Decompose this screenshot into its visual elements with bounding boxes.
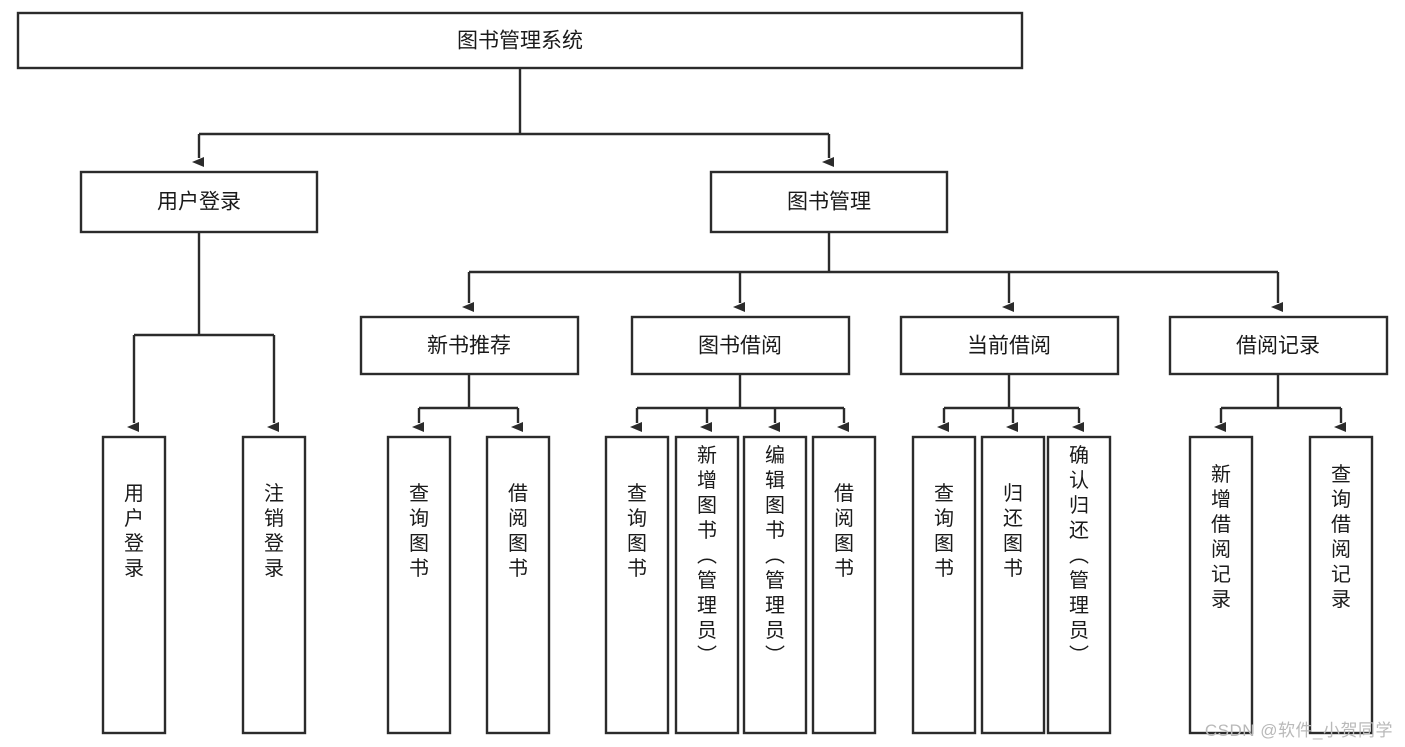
node-leaf-query-book-cur-label: 查询图书 xyxy=(934,482,954,580)
node-leaf-add-borrow-record-label: 新增借阅记录 xyxy=(1211,463,1231,611)
node-leaf-user-login-box xyxy=(101,435,167,735)
node-leaf-query-book-rec[interactable]: 查询图书 xyxy=(386,435,452,735)
node-new-book-recommend-box xyxy=(359,315,580,376)
node-root-box xyxy=(16,11,1024,70)
node-leaf-add-book-admin-box xyxy=(674,435,740,735)
node-leaf-query-book-cur-box xyxy=(911,435,977,735)
node-leaf-logout[interactable]: 注销登录 xyxy=(241,435,307,735)
node-user-login-label: 用户登录 xyxy=(157,191,241,214)
node-book-borrow[interactable]: 图书借阅 xyxy=(630,315,851,376)
node-root-label: 图书管理系统 xyxy=(457,30,583,53)
node-leaf-query-book-borrow-label: 查询图书 xyxy=(627,482,647,580)
node-leaf-borrow-book-box xyxy=(811,435,877,735)
node-current-borrow-label: 当前借阅 xyxy=(967,335,1051,358)
node-book-borrow-label: 图书借阅 xyxy=(698,335,782,358)
node-leaf-return-book-box xyxy=(980,435,1046,735)
node-leaf-borrow-book[interactable]: 借阅图书 xyxy=(811,435,877,735)
node-leaf-confirm-return-admin-box xyxy=(1046,435,1112,735)
node-book-manage-box xyxy=(709,170,949,234)
node-leaf-confirm-return-admin-label: 确认归还︵管理员︶ xyxy=(1069,444,1089,667)
node-leaf-borrow-book-rec[interactable]: 借阅图书 xyxy=(485,435,551,735)
node-new-book-recommend-label: 新书推荐 xyxy=(427,335,511,358)
node-leaf-return-book-label: 归还图书 xyxy=(1003,482,1023,580)
node-user-login-box xyxy=(79,170,319,234)
node-borrow-record-box xyxy=(1168,315,1389,376)
node-leaf-return-book[interactable]: 归还图书 xyxy=(980,435,1046,735)
node-leaf-user-login[interactable]: 用户登录 xyxy=(101,435,167,735)
node-leaf-logout-box xyxy=(241,435,307,735)
node-leaf-query-book-rec-box xyxy=(386,435,452,735)
node-book-manage[interactable]: 图书管理 xyxy=(709,170,949,234)
node-new-book-recommend[interactable]: 新书推荐 xyxy=(359,315,580,376)
node-leaf-query-book-borrow-box xyxy=(604,435,670,735)
node-book-borrow-box xyxy=(630,315,851,376)
node-current-borrow[interactable]: 当前借阅 xyxy=(899,315,1120,376)
node-leaf-confirm-return-admin[interactable]: 确认归还︵管理员︶ xyxy=(1046,435,1112,735)
node-leaf-query-book-borrow[interactable]: 查询图书 xyxy=(604,435,670,735)
node-leaf-add-borrow-record-box xyxy=(1188,435,1254,735)
node-book-manage-label: 图书管理 xyxy=(787,191,871,214)
connector-lines-group xyxy=(127,68,1346,432)
node-leaf-add-book-admin-label: 新增图书︵管理员︶ xyxy=(697,444,717,667)
node-root[interactable]: 图书管理系统 xyxy=(16,11,1024,70)
node-user-login[interactable]: 用户登录 xyxy=(79,170,319,234)
node-leaf-edit-book-admin-label: 编辑图书︵管理员︶ xyxy=(765,444,785,667)
node-leaf-edit-book-admin[interactable]: 编辑图书︵管理员︶ xyxy=(742,435,808,735)
node-leaf-add-book-admin[interactable]: 新增图书︵管理员︶ xyxy=(674,435,740,735)
node-leaf-query-borrow-record-box xyxy=(1308,435,1374,735)
node-leaf-borrow-book-rec-label: 借阅图书 xyxy=(508,482,528,580)
node-current-borrow-box xyxy=(899,315,1120,376)
node-leaf-query-book-cur[interactable]: 查询图书 xyxy=(911,435,977,735)
node-leaf-borrow-book-label: 借阅图书 xyxy=(834,482,854,580)
node-leaf-query-borrow-record[interactable]: 查询借阅记录 xyxy=(1308,435,1374,735)
node-leaf-edit-book-admin-box xyxy=(742,435,808,735)
watermark-text: CSDN @软件_小贺同学 xyxy=(1204,721,1393,740)
node-leaf-query-book-rec-label: 查询图书 xyxy=(409,482,429,580)
node-leaf-user-login-label: 用户登录 xyxy=(124,483,144,580)
node-borrow-record[interactable]: 借阅记录 xyxy=(1168,315,1389,376)
node-leaf-borrow-book-rec-box xyxy=(485,435,551,735)
node-borrow-record-label: 借阅记录 xyxy=(1236,335,1320,358)
node-leaf-logout-label: 注销登录 xyxy=(264,482,284,580)
node-leaf-query-borrow-record-label: 查询借阅记录 xyxy=(1331,463,1351,611)
node-leaf-add-borrow-record[interactable]: 新增借阅记录 xyxy=(1188,435,1254,735)
